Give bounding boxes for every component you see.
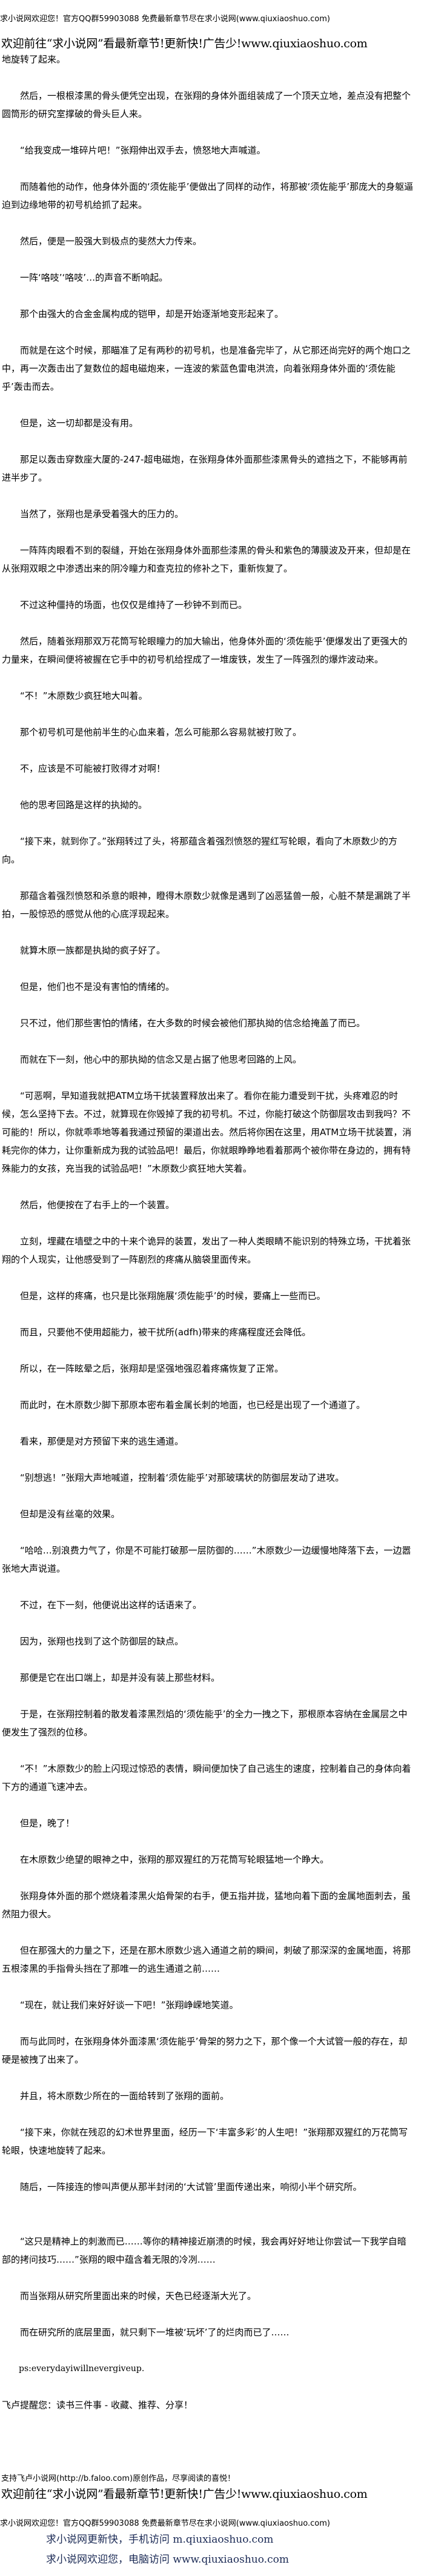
chapter-paragraph: 不过，在下一刻，他便说出这样的话语来了。 — [20, 1600, 202, 1610]
chapter-paragraph: 而就是在这个时候，那瞄准了足有两秒的初号机，也是准备完毕了，从它那还尚完好的两个… — [2, 345, 411, 392]
chapter-paragraph: “不！”木原数少的脸上闪现过惊恐的表情，瞬间便加快了自己逃生的速度，控制着自己的… — [2, 1763, 411, 1792]
chapter-paragraph: 而与此同时，在张翔身体外面漆黑‘须佐能乎’骨架的努力之下，那个像一个大试管一般的… — [2, 2036, 408, 2065]
footer-promo-banner: 欢迎前往“求小说网”看最新章节!更新快!广告少!www.qiuxiaoshuo.… — [1, 2488, 368, 2501]
chapter-paragraph: “可恶啊，早知道我就把ATM立场干扰装置释放出来了。看你在能力遭受到干扰，头疼难… — [2, 1090, 412, 1174]
chapter-paragraph: 飞卢提醒您：读书三件事 - 收藏、推荐、分享！ — [2, 2400, 193, 2411]
chapter-paragraph: 当然了，张翔也是承受着强大的压力的。 — [20, 509, 184, 519]
mobile-site-link[interactable]: 求小说网更新快，手机访问 m.qiuxiaoshuo.com — [46, 2534, 274, 2546]
chapter-paragraph: 他的思考回路是这样的执拗的。 — [20, 799, 148, 810]
chapter-paragraph: 然后，一根根漆黑的骨头便凭空出现，在张翔的身体外面组装成了一个顶天立地，差点没有… — [2, 90, 411, 119]
chapter-paragraph: 而随着他的动作，他身体外面的‘须佐能乎’便做出了同样的动作，将那被‘须佐能乎’那… — [2, 181, 414, 210]
chapter-paragraph: “接下来，你就在残忍的幻术世界里面，经历一下‘丰富多彩’的人生吧！”张翔那双猩红… — [2, 2127, 408, 2156]
chapter-paragraph: 而此时，在木原数少脚下那原本密布着金属长刺的地面，也已经是出现了一个通道了。 — [20, 1400, 366, 1410]
chapter-paragraph: 然后，便是一股强大到极点的斐然大力传来。 — [20, 236, 202, 247]
chapter-body: 地旋转了起来。然后，一根根漆黑的骨头便凭空出现，在张翔的身体外面组装成了一个顶天… — [2, 50, 415, 2432]
chapter-paragraph: 不过这种僵持的场面，也仅仅是维持了一秒钟不到而已。 — [20, 599, 248, 610]
chapter-paragraph: 随后，一阵接连的惨叫声便从那半封闭的‘大试管’里面传递出来，响彻小半个研究所。 — [20, 2181, 362, 2192]
site-qq-notice: 求小说网欢迎您！官方QQ群59903088 免费最新章节尽在求小说网(www.q… — [0, 15, 330, 24]
chapter-paragraph: 但在那强大的力量之下，还是在那木原数少逃入通道之前的瞬间，刺破了那深深的金属地面… — [2, 1945, 411, 1974]
chapter-paragraph: 立刻，埋藏在墙壁之中的十来个诡异的装置，发出了一种人类眼睛不能识别的特殊立场，干… — [2, 1236, 411, 1265]
chapter-paragraph: 并且，将木原数少所在的一面给转到了张翔的面前。 — [20, 2090, 230, 2101]
chapter-paragraph: 而当张翔从研究所里面出来的时候，天色已经逐渐大光了。 — [20, 2291, 257, 2301]
chapter-paragraph: 在木原数少绝望的眼神之中，张翔的那双猩红的万花筒写轮眼猛地一个睁大。 — [20, 1854, 330, 1865]
chapter-paragraph: 但是，晚了！ — [20, 1818, 75, 1829]
footer-qq-notice: 求小说网欢迎您！官方QQ群59903088 免费最新章节尽在求小说网(www.q… — [0, 2519, 330, 2528]
chapter-paragraph: 一阵阵肉眼看不到的裂缝，开始在张翔身体外面那些漆黑的骨头和紫色的薄膜波及开来，但… — [2, 545, 411, 574]
chapter-paragraph: 那个初号机可是他前半生的心血来着，怎么可能那么容易就被打败了。 — [20, 727, 302, 738]
chapter-paragraph: 但是，这一切却都是没有用。 — [20, 418, 139, 429]
chapter-paragraph: “接下来，就到你了。”张翔转过了头，将那蕴含着强烈愤怒的猩红写轮眼，看向了木原数… — [2, 836, 398, 865]
chapter-paragraph: 所以，在一阵眩晕之后，张翔却是坚强地强忍着疼痛恢复了正常。 — [20, 1363, 284, 1374]
chapter-paragraph: “不！”木原数少疯狂地大叫着。 — [20, 690, 148, 701]
chapter-paragraph: 那便是它在出口端上，却是并没有装上那些材料。 — [20, 1672, 220, 1683]
chapter-paragraph: 地旋转了起来。 — [2, 54, 66, 65]
chapter-paragraph: “哈哈…别浪费力气了，你是不可能打破那一层防御的……”木原数少一边缓慢地降落下去… — [2, 1545, 411, 1574]
chapter-paragraph: 然后，随着张翔那双万花筒写轮眼瞳力的加大输出，他身体外面的‘须佐能乎’便爆发出了… — [2, 636, 408, 665]
chapter-paragraph: 就算木原一族都是执拗的疯子好了。 — [20, 945, 166, 956]
chapter-paragraph: 而就在下一刻，他心中的那执拗的信念又是占据了他思考回路的上风。 — [20, 1054, 302, 1065]
chapter-paragraph: 而且，只要他不使用超能力，被干扰所(adfh)带来的疼痛程度还会降低。 — [20, 1327, 311, 1338]
chapter-paragraph: “现在，就让我们来好好谈一下吧！”张翔峥嵘地笑道。 — [20, 2000, 239, 2010]
chapter-paragraph: ps:everydayiwillnevergiveup. — [19, 2364, 145, 2374]
chapter-paragraph: 那足以轰击穿数座大厦的-247-超电磁炮，在张翔身体外面那些漆黑骨头的遮挡之下，… — [2, 454, 408, 483]
page-footer: 支持飞卢小说网(http://b.faloo.com)原创作品，尽享阅读的喜悦！… — [0, 2472, 424, 2570]
chapter-paragraph: 那蕴含着强烈愤怒和杀意的眼神，瞪得木原数少就像是遇到了凶恶猛兽一般，心脏不禁是漏… — [2, 890, 411, 919]
pc-site-link[interactable]: 求小说网欢迎您，电脑访问 www.qiuxiaoshuo.com — [46, 2554, 289, 2566]
chapter-paragraph: 而在研究所的底层里面，就只剩下一堆被‘玩坏’了的烂肉而已了…… — [20, 2327, 290, 2338]
chapter-paragraph: 于是，在张翔控制着的散发着漆黑烈焰的‘须佐能乎’的全力一拽之下，那根原本容纳在金… — [2, 1709, 408, 1738]
chapter-paragraph: 不，应该是不可能被打败得才对啊！ — [20, 763, 166, 774]
chapter-paragraph: 一阵‘咯吱’‘咯吱’…的声音不断响起。 — [20, 272, 168, 283]
faloo-support-notice: 支持飞卢小说网(http://b.faloo.com)原创作品，尽享阅读的喜悦！ — [1, 2474, 236, 2483]
chapter-paragraph: 因为，张翔也找到了这个防御层的缺点。 — [20, 1636, 184, 1647]
chapter-paragraph: “给我变成一堆碎片吧！”张翔伸出双手去，愤怒地大声喊道。 — [20, 145, 266, 156]
chapter-paragraph: 只不过，他们那些害怕的情绪，在大多数的时候会被他们那执拗的信念给掩盖了而已。 — [20, 1018, 366, 1029]
chapter-paragraph: 看来，那便是对方预留下来的逃生通道。 — [20, 1436, 184, 1447]
chapter-paragraph: 那个由强大的合金金属构成的铠甲，却是开始逐渐地变形起来了。 — [20, 309, 284, 319]
chapter-paragraph: 但是，这样的疼痛，也只是比张翔施展‘须佐能乎’的时候，要痛上一些而已。 — [20, 1290, 326, 1301]
chapter-paragraph: 但是，他们也不是没有害怕的情绪的。 — [20, 981, 175, 992]
chapter-paragraph: 然后，他便按在了右手上的一个装置。 — [20, 1200, 175, 1210]
site-promo-banner: 欢迎前往“求小说网”看最新章节!更新快!广告少!www.qiuxiaoshuo.… — [1, 37, 368, 50]
chapter-paragraph: “别想逃！”张翔大声地喊道，控制着‘须佐能乎’对那玻璃状的防御层发动了进攻。 — [20, 1472, 345, 1483]
chapter-paragraph: 张翔身体外面的那个燃烧着漆黑火焰骨架的右手，便五指并拢，猛地向着下面的金属地面刺… — [2, 1890, 411, 1920]
chapter-paragraph: “这只是精神上的刺激而已……等你的精神接近崩溃的时候，我会再好好地让你尝试一下我… — [2, 2236, 406, 2265]
chapter-paragraph: 但却是没有丝毫的效果。 — [20, 1509, 121, 1520]
